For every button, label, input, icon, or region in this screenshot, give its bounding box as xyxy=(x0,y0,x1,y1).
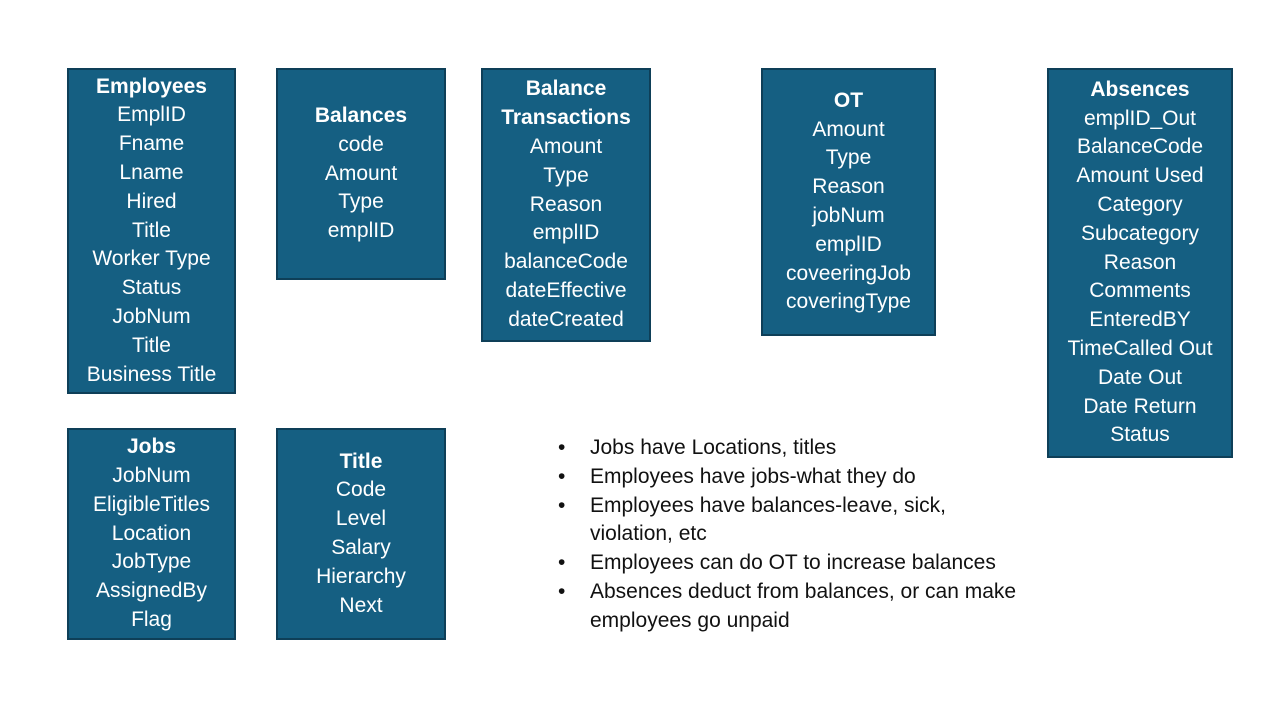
note-item: • Employees have balances-leave, sick, v… xyxy=(558,492,1078,550)
balance-transactions-field: Type xyxy=(543,163,589,187)
balance-transactions-field: balanceCode xyxy=(504,250,628,274)
absences-field: Reason xyxy=(1103,250,1177,274)
employees-field: Worker Type xyxy=(92,247,211,271)
title-table-field: Level xyxy=(335,507,387,531)
employees-field: Lname xyxy=(119,161,184,184)
balance-transactions-field: dateCreated xyxy=(508,307,624,331)
balances-table-box: Balances code Amount Type emplID xyxy=(276,68,446,280)
jobs-title: Jobs xyxy=(126,435,176,459)
bullet-icon: • xyxy=(558,493,566,517)
employees-table-box: Employees EmplID Fname Lname Hired Title… xyxy=(67,68,236,394)
ot-field: Type xyxy=(825,146,872,170)
employees-field: Title xyxy=(132,333,171,357)
note-line: violation, etc xyxy=(590,522,707,546)
jobs-field: JobType xyxy=(111,550,192,574)
title-table-box: Title Code Level Salary Hierarchy Next xyxy=(276,428,446,640)
note-line: Employees have balances-leave, sick, xyxy=(590,493,947,517)
note-item: • Employees can do OT to increase balanc… xyxy=(558,549,1078,578)
note-line: Employees have jobs-what they do xyxy=(590,464,916,488)
balance-transactions-field: Reason xyxy=(529,192,603,216)
employees-field: JobNum xyxy=(112,304,191,328)
note-line: Jobs have Locations, titles xyxy=(590,436,837,459)
jobs-table-box: Jobs JobNum EligibleTitles Location JobT… xyxy=(67,428,236,640)
employees-title: Employees xyxy=(96,74,207,98)
employees-field: EmplID xyxy=(117,103,186,127)
absences-field: Subcategory xyxy=(1081,221,1199,245)
bullet-icon: • xyxy=(558,464,566,488)
balances-field: code xyxy=(338,132,384,156)
bullet-icon: • xyxy=(558,551,566,575)
jobs-field: JobNum xyxy=(112,464,191,487)
bullet-icon: • xyxy=(558,579,566,603)
absences-field: BalanceCode xyxy=(1076,135,1204,159)
note-item: • Employees have jobs-what they do xyxy=(558,463,1078,492)
employees-field: Hired xyxy=(126,189,177,213)
absences-table-box: Absences emplID_Out BalanceCode Amount U… xyxy=(1047,68,1233,458)
note-line: Absences deduct from balances, or can ma… xyxy=(590,579,1017,603)
note-line: employees go unpaid xyxy=(590,608,790,632)
ot-field: emplID xyxy=(815,232,882,256)
bullet-icon: • xyxy=(558,436,566,459)
balances-field: Type xyxy=(338,190,384,214)
absences-field: Status xyxy=(1110,423,1170,447)
balance-transactions-title-line2: Transactions xyxy=(501,106,631,130)
ot-field: Reason xyxy=(812,175,885,199)
note-line: Employees can do OT to increase balances xyxy=(590,551,996,575)
employees-field: Business Title xyxy=(86,362,217,386)
jobs-field: Flag xyxy=(131,607,172,631)
employees-field: Title xyxy=(132,218,171,242)
employees-field: Fname xyxy=(118,132,185,156)
balance-transactions-title-line1: Balance xyxy=(525,77,607,101)
balance-transactions-field: dateEffective xyxy=(505,278,627,302)
ot-table-box: OT Amount Type Reason jobNum emplID cove… xyxy=(761,68,936,336)
ot-field: coveeringJob xyxy=(786,261,911,285)
note-item: • Absences deduct from balances, or can … xyxy=(558,578,1078,636)
note-item: • Jobs have Locations, titles xyxy=(558,434,1078,463)
employees-field: Status xyxy=(121,276,182,300)
absences-title: Absences xyxy=(1090,77,1190,101)
ot-title: OT xyxy=(833,88,864,112)
absences-field: TimeCalled Out xyxy=(1067,336,1213,360)
title-table-field: Salary xyxy=(331,536,391,559)
absences-field: Date Out xyxy=(1097,365,1183,389)
balances-field: Amount xyxy=(324,161,398,185)
jobs-field: AssignedBy xyxy=(96,579,207,603)
notes-bullet-list: • Jobs have Locations, titles • Employee… xyxy=(558,434,1078,636)
title-table-field: Hierarchy xyxy=(316,564,406,588)
absences-field: Comments xyxy=(1089,279,1191,303)
jobs-field: Location xyxy=(111,521,192,545)
ot-field: coveringType xyxy=(786,290,911,314)
ot-field: Amount xyxy=(812,117,885,141)
absences-field: EnteredBY xyxy=(1089,308,1191,332)
balances-field: emplID xyxy=(327,219,395,243)
absences-field: Date Return xyxy=(1083,394,1197,418)
absences-field: Amount Used xyxy=(1076,164,1204,188)
ot-field: jobNum xyxy=(812,204,885,227)
balance-transactions-field: Amount xyxy=(529,135,603,158)
balances-title: Balances xyxy=(314,104,408,127)
balance-transactions-field: emplID xyxy=(532,221,600,245)
absences-field: Category xyxy=(1097,193,1183,216)
title-table-field: Next xyxy=(339,593,383,617)
title-table-field: Code xyxy=(335,478,387,502)
absences-field: emplID_Out xyxy=(1083,106,1197,130)
title-table-title: Title xyxy=(339,449,383,473)
jobs-field: EligibleTitles xyxy=(92,492,211,516)
balance-transactions-table-box: Balance Transactions Amount Type Reason … xyxy=(481,68,651,342)
